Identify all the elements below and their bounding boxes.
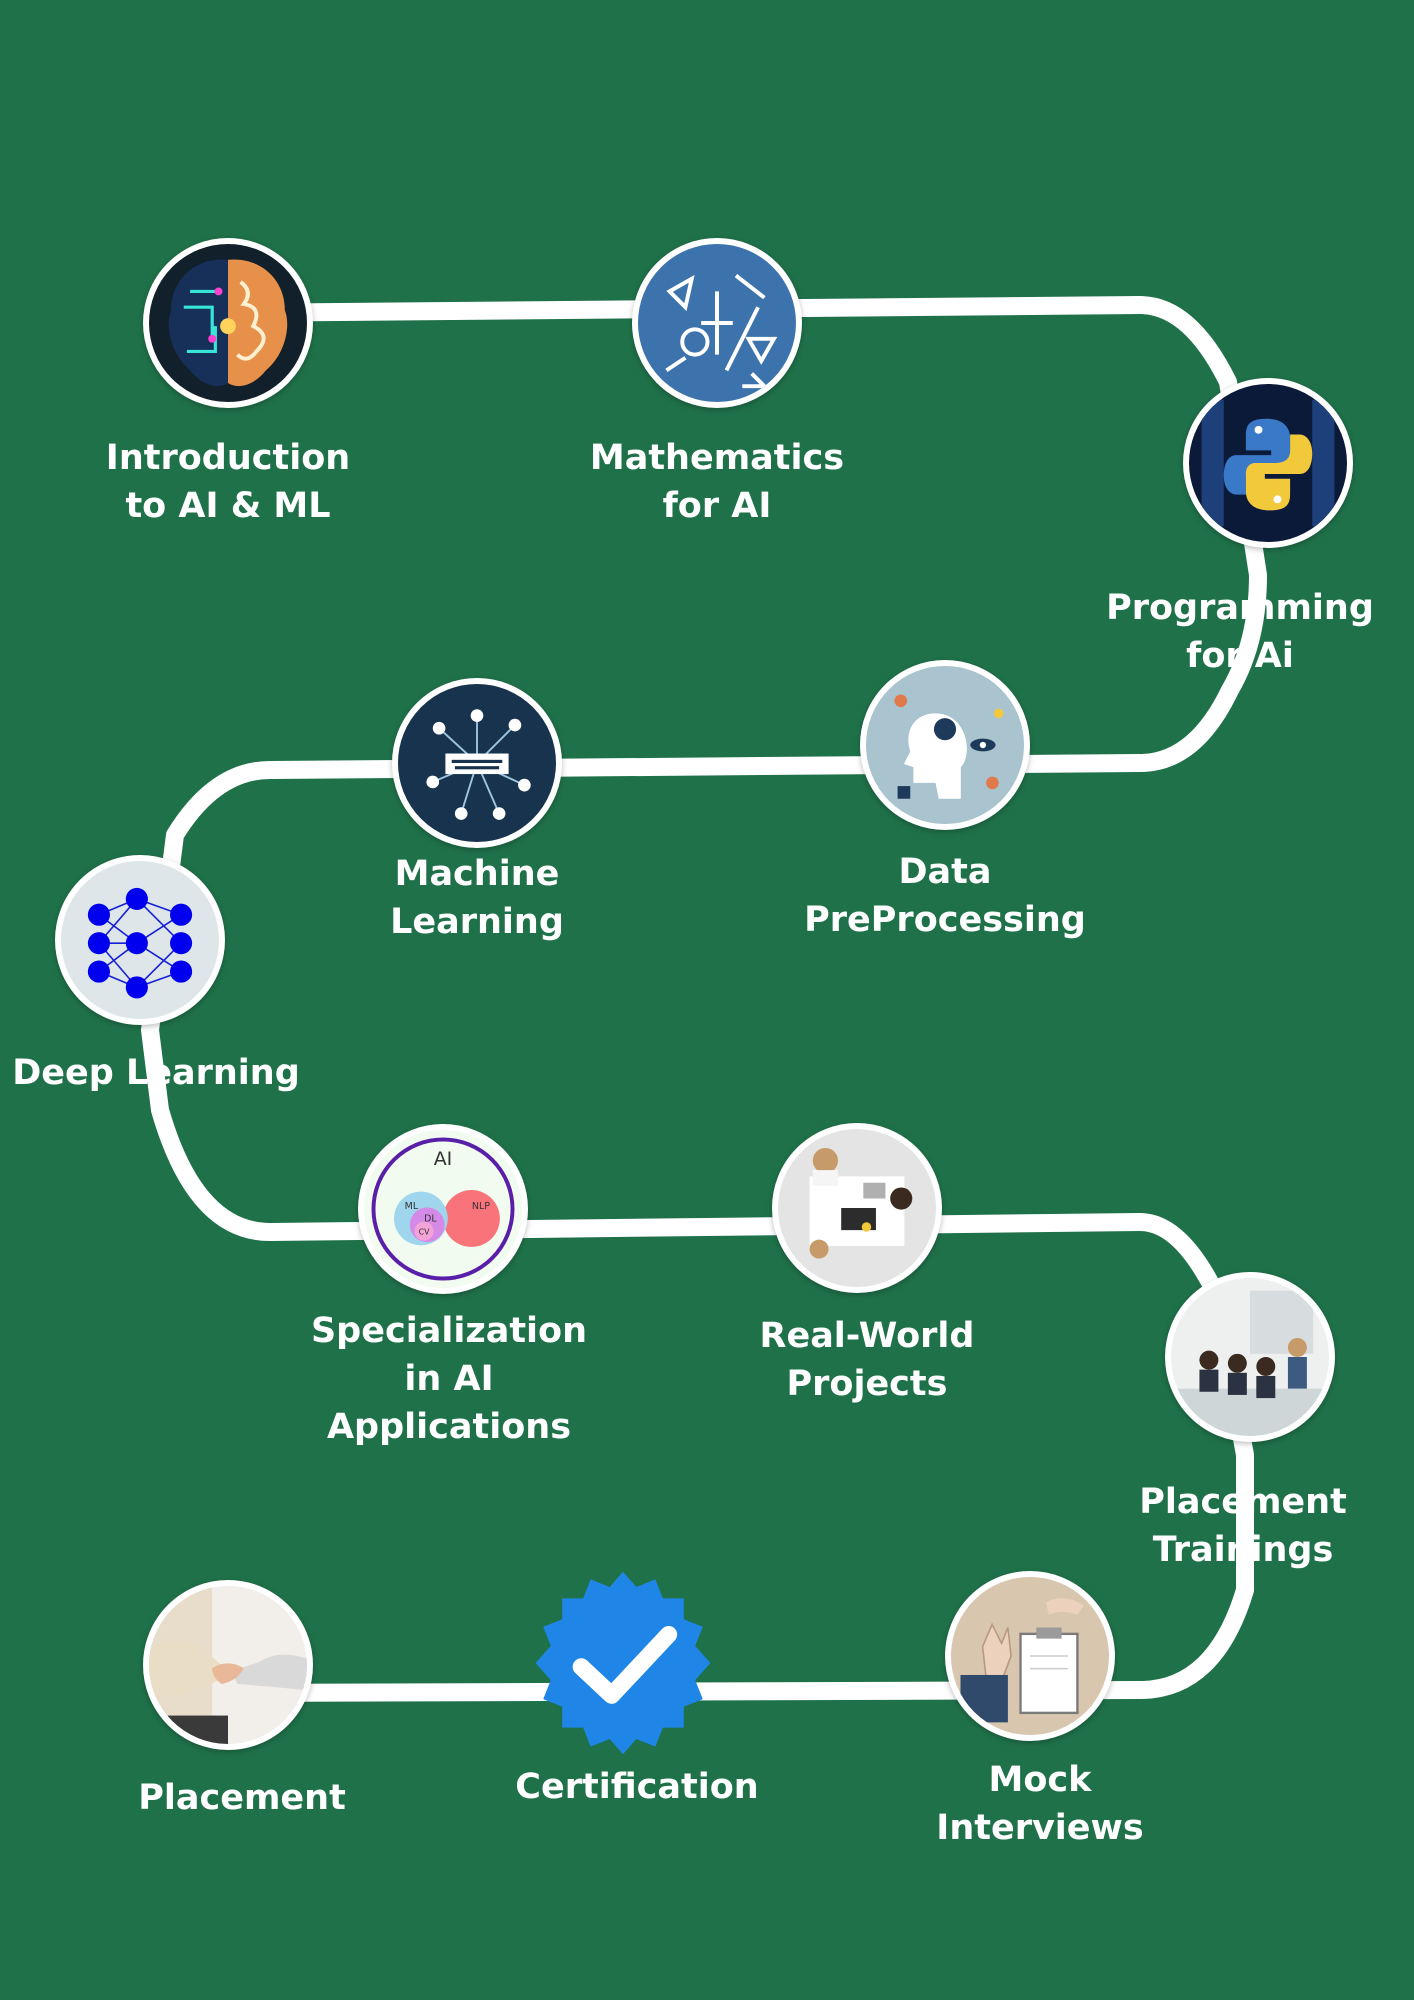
- team-desk-icon: [772, 1123, 942, 1293]
- venn-ml-label: ML: [405, 1201, 419, 1212]
- brain-circuit-icon: [143, 238, 313, 408]
- venn-dl-label: DL: [424, 1214, 437, 1225]
- math-doodles-icon: [632, 238, 802, 408]
- step-label: Data PreProcessing: [804, 852, 1086, 940]
- clipboard-interview-icon: [945, 1571, 1115, 1741]
- step-label: Introduction to AI & ML: [105, 438, 351, 526]
- step-label: Machine Learning: [390, 854, 564, 942]
- step-label: Programming for Ai: [1106, 588, 1374, 676]
- step-label: Placement: [138, 1778, 346, 1818]
- check-badge-icon: [535, 1571, 711, 1755]
- ml-network-icon: [392, 678, 562, 848]
- step-label: Real-World Projects: [759, 1316, 975, 1404]
- classroom-icon: [1165, 1272, 1335, 1442]
- step-label: Mathematics for AI: [589, 438, 845, 526]
- step-label: Mock Interviews: [936, 1760, 1144, 1848]
- step-label: Specialization in AI Applications: [310, 1311, 588, 1447]
- neural-network-icon: [55, 855, 225, 1025]
- python-logo-icon: [1183, 378, 1353, 548]
- venn-nlp-label: NLP: [472, 1201, 490, 1212]
- venn-outer-label: AI: [434, 1148, 453, 1170]
- ai-venn-icon: AI ML DL CV NLP: [358, 1124, 528, 1294]
- data-head-icon: [860, 660, 1030, 830]
- venn-cv-label: CV: [419, 1227, 431, 1236]
- handshake-icon: [143, 1580, 313, 1750]
- step-label: Certification: [515, 1767, 759, 1807]
- step-label: Deep Learning: [12, 1053, 300, 1093]
- step-label: Placement Trainings: [1139, 1482, 1347, 1570]
